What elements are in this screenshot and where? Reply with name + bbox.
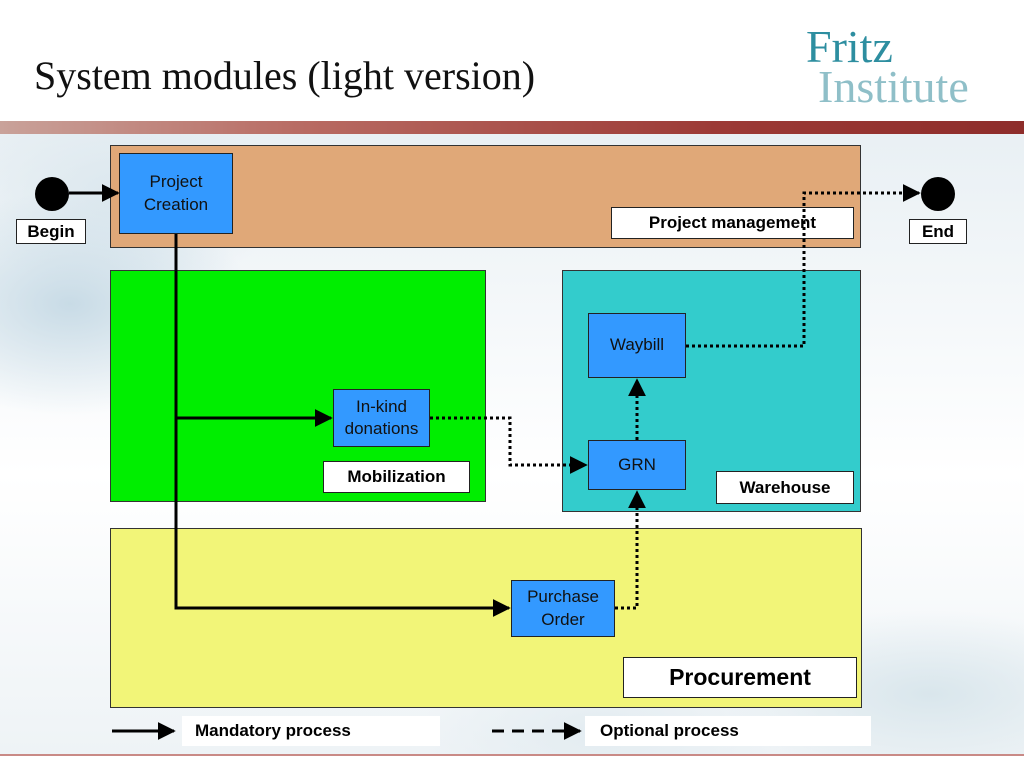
end-terminal [921, 177, 955, 211]
header-rule [0, 121, 1024, 134]
mobilization-label: Mobilization [323, 461, 470, 493]
grn-node: GRN [588, 440, 686, 490]
fritz-institute-logo: Fritz Institute [806, 20, 996, 110]
waybill-node: Waybill [588, 313, 686, 378]
procurement-label: Procurement [623, 657, 857, 698]
purchase-order-node: Purchase Order [511, 580, 615, 637]
footer-rule [0, 754, 1024, 756]
page-title: System modules (light version) [34, 53, 536, 98]
legend-mandatory-box [182, 716, 440, 746]
legend-optional-label: Optional process [600, 721, 739, 740]
begin-label: Begin [16, 219, 86, 244]
legend-mandatory-label: Mandatory process [195, 721, 351, 740]
logo-line-2: Institute [818, 61, 969, 112]
warehouse-label: Warehouse [716, 471, 854, 504]
begin-terminal [35, 177, 69, 211]
logo-line-1: Fritz [806, 21, 893, 72]
legend-optional-box [585, 716, 871, 746]
end-label: End [909, 219, 967, 244]
project-management-label: Project management [611, 207, 854, 239]
project-creation-node: Project Creation [119, 153, 233, 234]
inkind-donations-node: In-kind donations [333, 389, 430, 447]
